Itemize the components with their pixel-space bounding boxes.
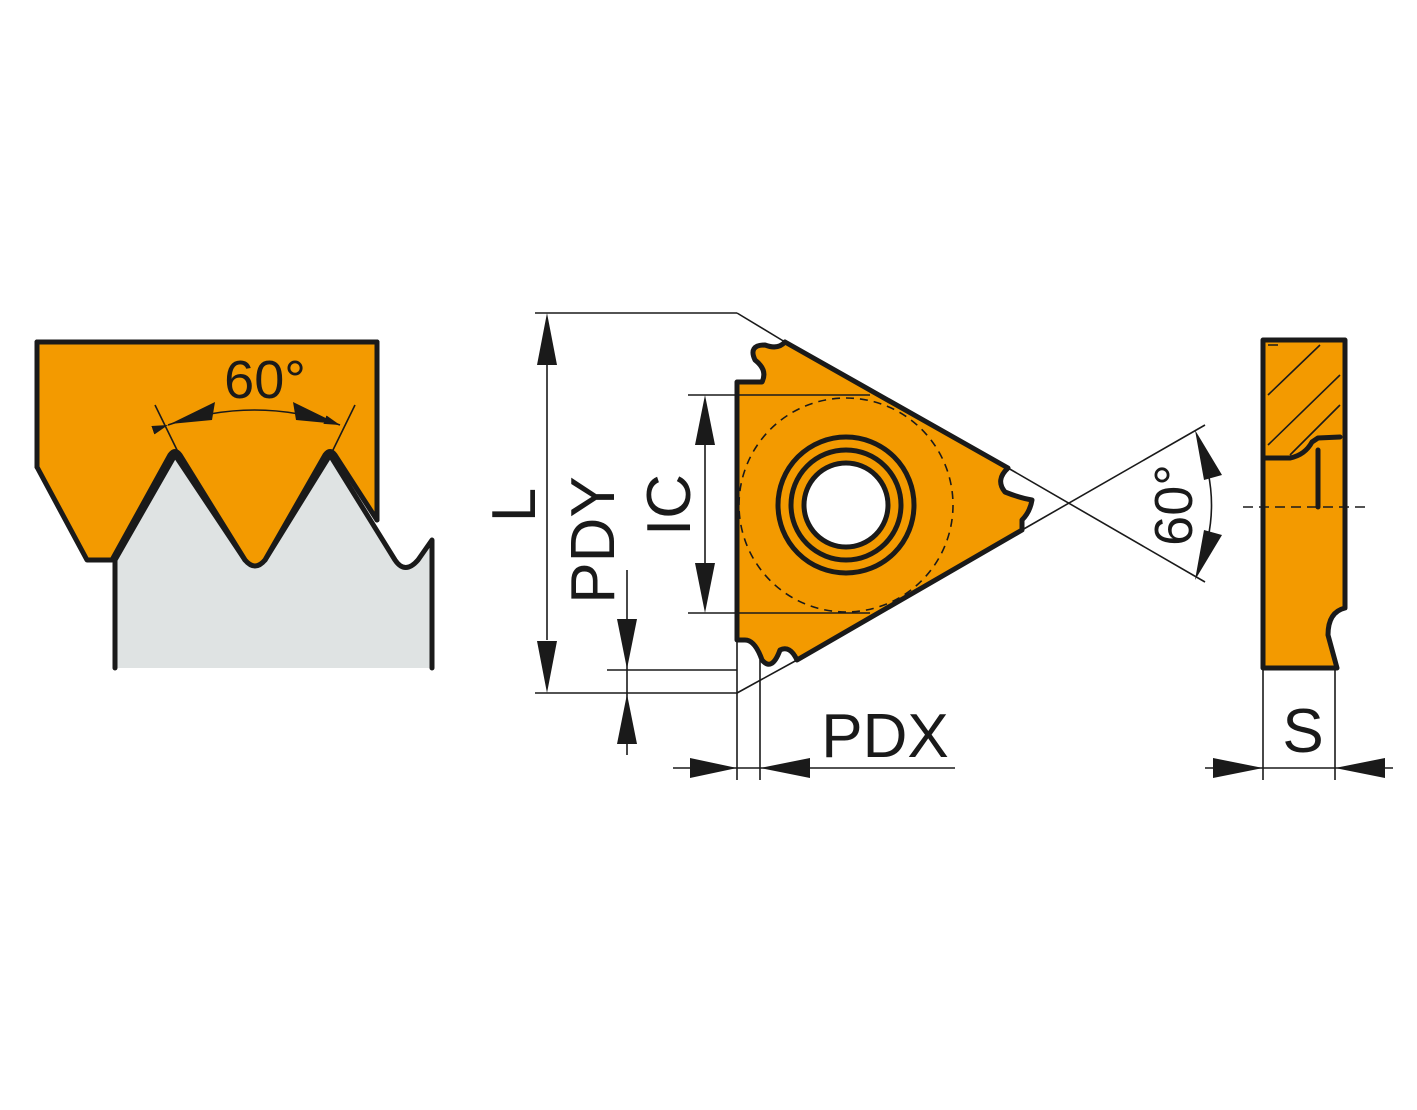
insert-angle-label: 60° bbox=[1144, 464, 1204, 546]
thread-insert-tip bbox=[34, 339, 380, 569]
pdy-label: PDY bbox=[559, 476, 628, 603]
length-label: L bbox=[480, 488, 549, 522]
thread-angle-label: 60° bbox=[224, 350, 306, 410]
pdx-label: PDX bbox=[821, 702, 948, 771]
ic-label: IC bbox=[635, 474, 704, 536]
insert-side-body bbox=[1260, 337, 1348, 671]
clearance-circle bbox=[738, 397, 954, 613]
mounting-hole bbox=[801, 460, 891, 550]
insert-side-view: S bbox=[1205, 337, 1393, 780]
thread-profile-view: 60° bbox=[34, 339, 435, 671]
thickness-label: S bbox=[1282, 697, 1323, 766]
insert-top-view: L IC PDY PDX 60° bbox=[480, 312, 1222, 780]
